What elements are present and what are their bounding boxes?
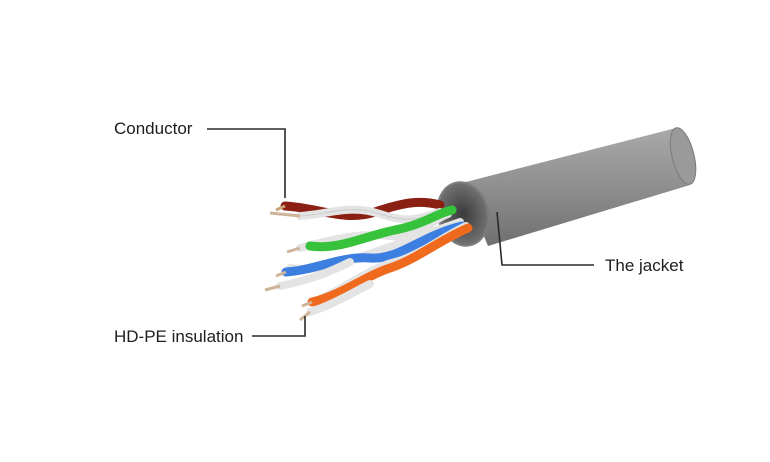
conductor-tip-blue [275, 270, 287, 278]
conductor-tip-green [286, 246, 301, 254]
wire-pair-blue [264, 218, 467, 292]
leader-line-insulation [252, 316, 306, 337]
wire-pair-orange [299, 222, 473, 322]
label-insulation: HD-PE insulation [114, 327, 244, 346]
conductor-tip-orange [301, 300, 313, 308]
conductor-tip-brown [275, 204, 286, 212]
wire-pair-brown [269, 197, 445, 224]
conductor-tip-blue-white [264, 284, 281, 292]
leader-line-jacket [496, 211, 594, 266]
leader-line-conductor [207, 128, 286, 198]
label-conductor: Conductor [114, 119, 193, 138]
conductor-tip-brown-white [269, 211, 301, 218]
cable-jacket [436, 127, 697, 247]
label-jacket: The jacket [605, 256, 684, 275]
wire-pair-green [286, 205, 457, 254]
